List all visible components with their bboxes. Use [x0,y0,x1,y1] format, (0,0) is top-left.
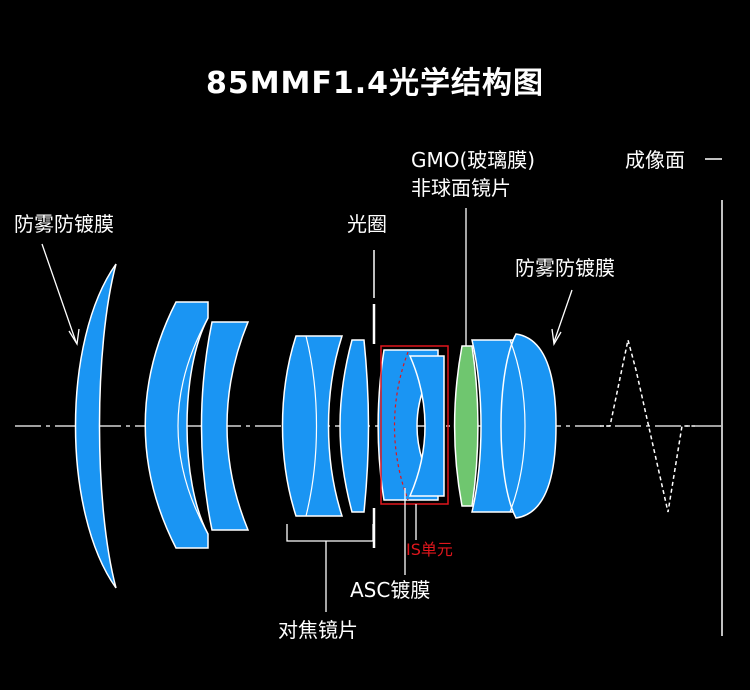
label-gmo-line1: GMO(玻璃膜) [411,148,536,172]
is-lens-1-dashed-surface [393,351,409,501]
label-is-unit: IS单元 [406,540,453,559]
label-image-plane: 成像面 [625,148,685,172]
is-lens-2 [408,355,445,497]
is-unit-box [380,345,449,505]
leader-coating-rear [553,289,573,343]
label-gmo-line2: 非球面镜片 [411,176,511,200]
bracket-focus-group [286,524,374,542]
lens-element-3 [200,321,250,531]
leader-coating-front [41,243,77,343]
lens-element-rear-inner [509,339,526,513]
lens-element-2-inner [177,317,209,535]
lens-element-4 [281,335,344,517]
leader-coating-rear-arrow [551,328,562,346]
lens-element-2 [144,301,209,549]
distance-break-symbol [600,339,695,513]
label-aperture: 光圈 [347,212,387,236]
label-coating-rear: 防雾防镀膜 [515,256,615,280]
lens-element-4-inner [305,335,318,517]
diagram-title: 85MMF1.4光学结构图 [205,66,545,101]
gmo-aspherical-lens [453,345,479,507]
lens-element-5 [339,339,370,513]
leader-coating-front-arrow [68,328,80,346]
label-coating-front: 防雾防镀膜 [14,212,114,236]
lens-element-1 [74,263,117,589]
label-focus-group: 对焦镜片 [278,618,358,642]
label-asc-coating: ASC镀膜 [350,578,431,602]
lens-element-rear-2 [500,333,557,519]
